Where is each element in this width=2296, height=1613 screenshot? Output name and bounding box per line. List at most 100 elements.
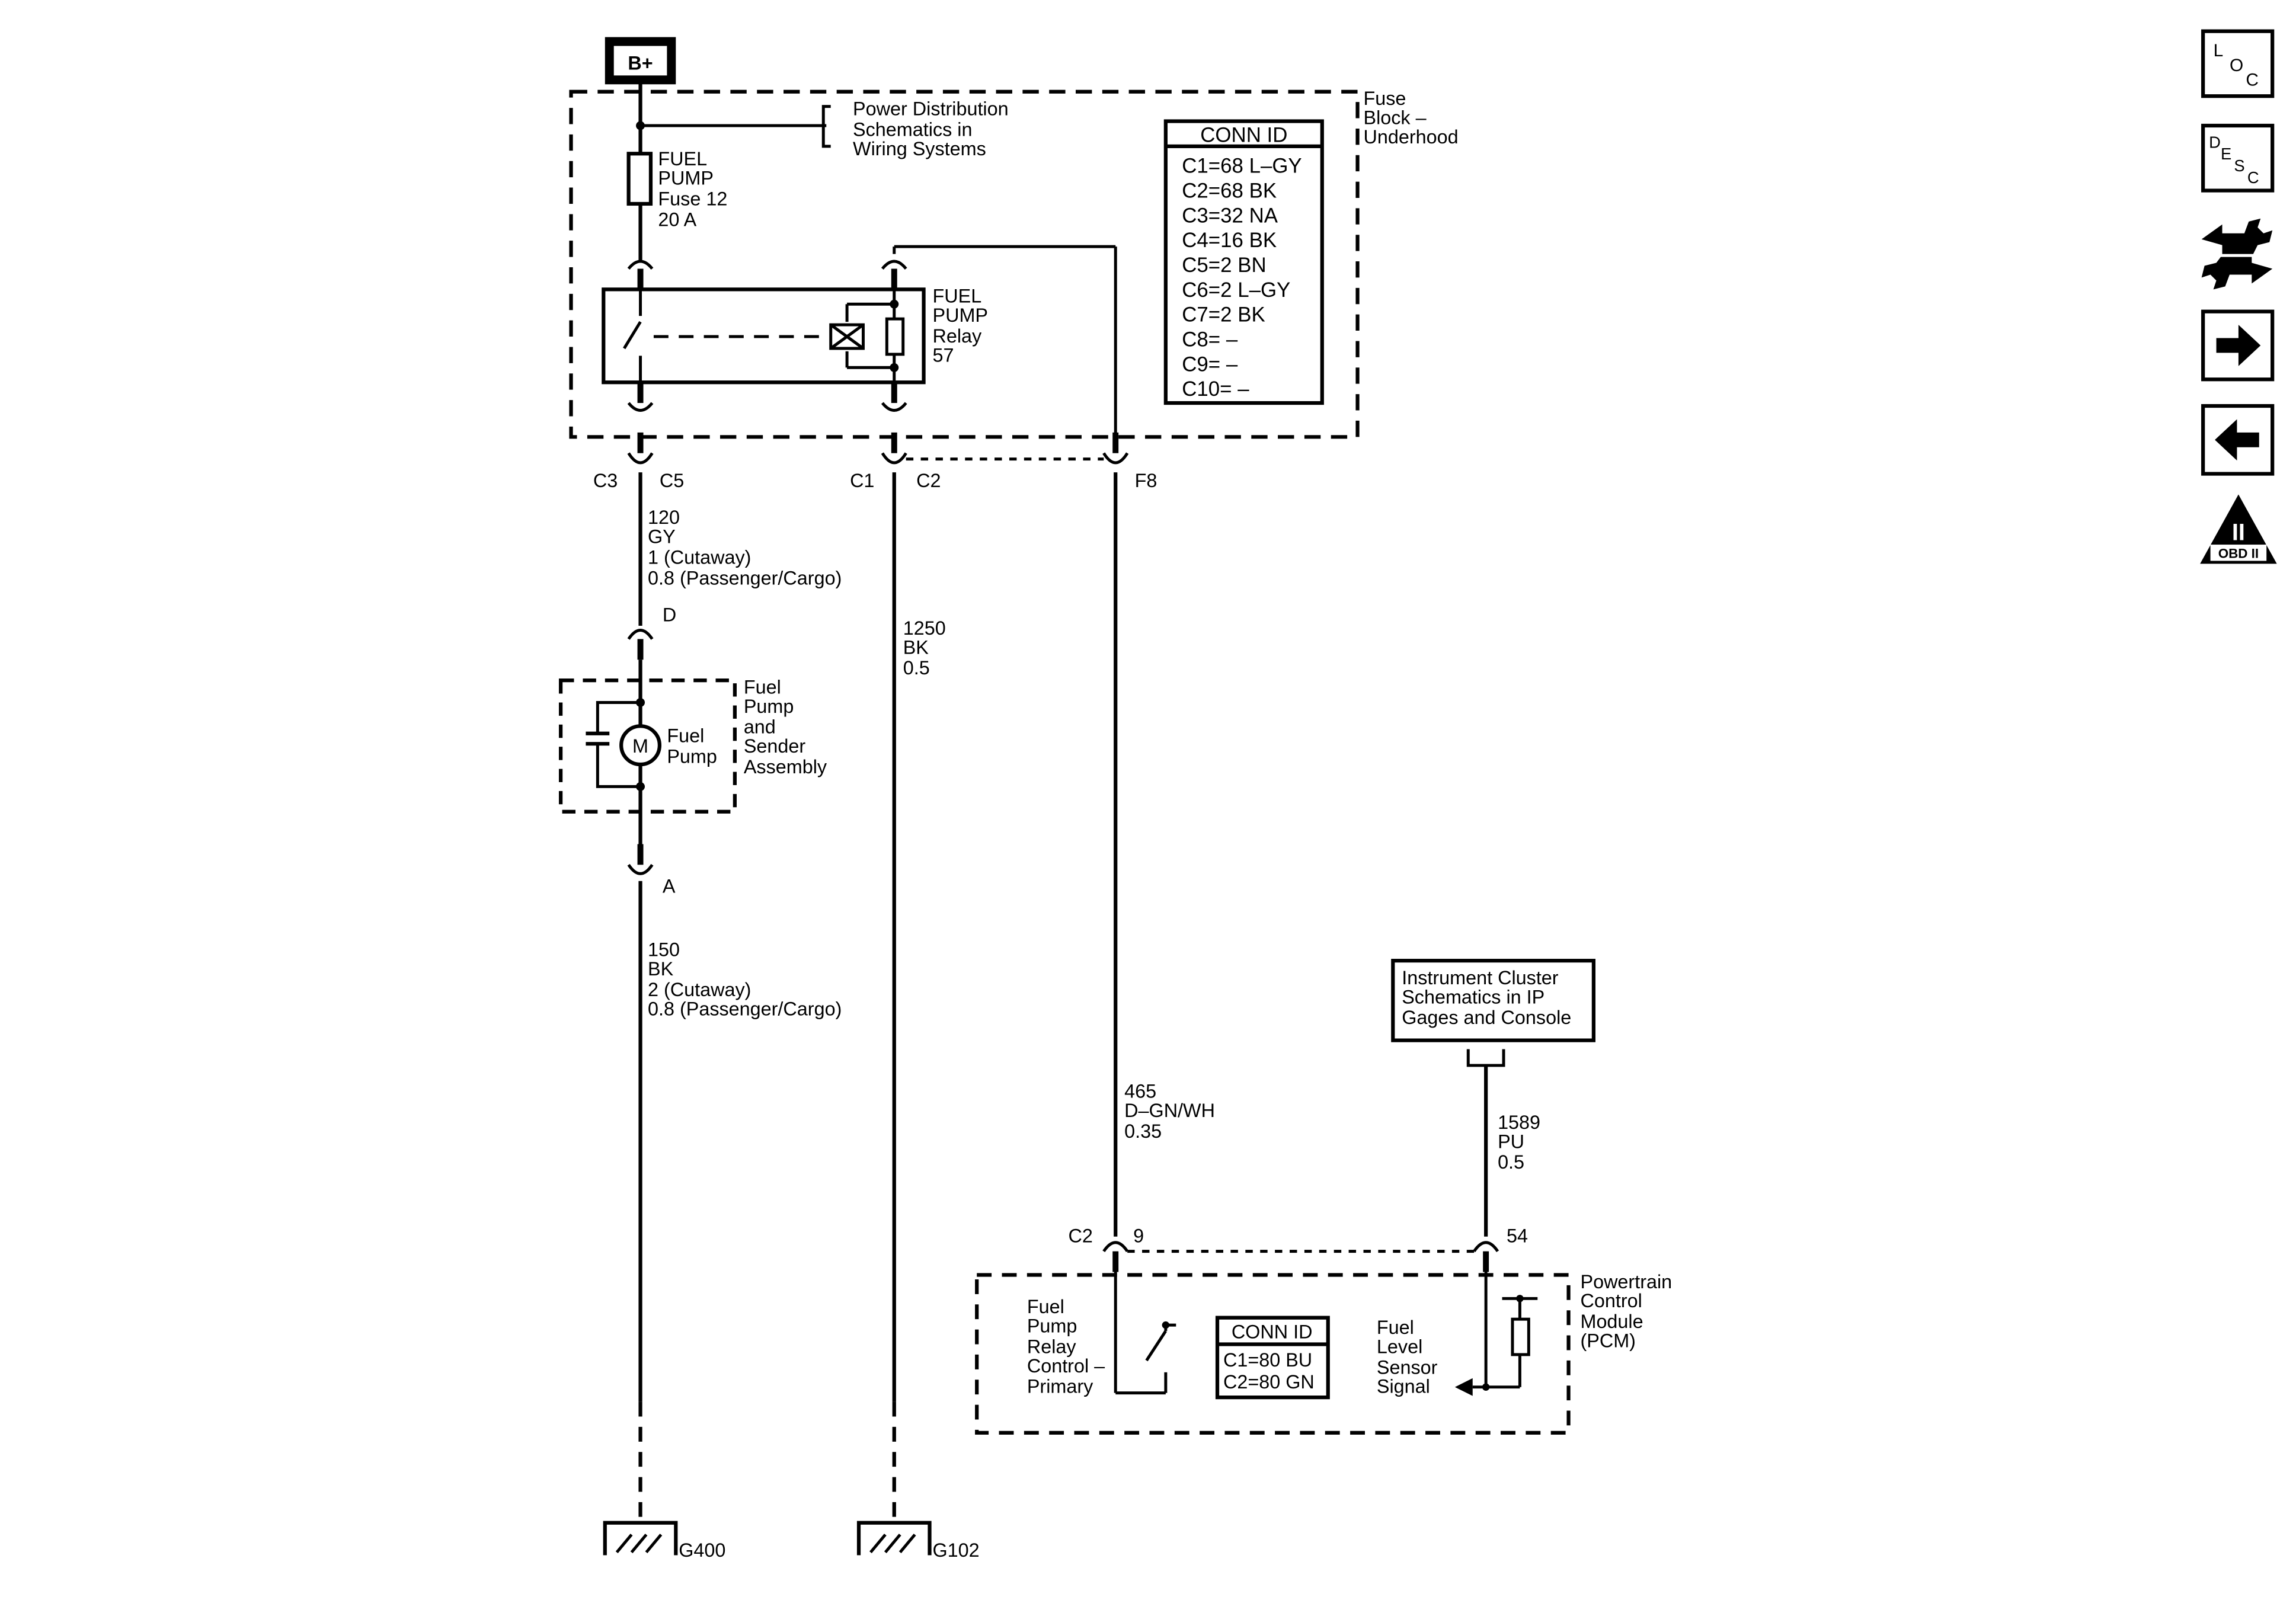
wire-label-line: 0.5 (903, 657, 930, 679)
desc-letter: S (2234, 156, 2244, 175)
desc-letter: C (2247, 168, 2259, 187)
wrench-diagnostic-icon[interactable] (2201, 218, 2273, 290)
motor-label-line: Pump (667, 746, 717, 767)
previous-page-button[interactable] (2201, 404, 2275, 476)
wire-465-label: 465 D–GN/WH 0.35 (1124, 1081, 1215, 1142)
fuse-label-line: 20 A (658, 209, 696, 230)
wire-label-line: 1250 (903, 617, 946, 639)
relay-control-line: Relay (1027, 1336, 1077, 1357)
pcm-name-line: Module (1580, 1311, 1643, 1332)
conn-id-title: CONN ID (1200, 123, 1287, 146)
assembly-label-line: Sender (744, 735, 806, 757)
fuel-pump-assembly-label: Fuel Pump and Sender Assembly (744, 677, 827, 777)
pcm-conn-row: C2=80 GN (1223, 1371, 1315, 1393)
motor-symbol-label: M (632, 735, 648, 757)
fuse-block-outline (569, 89, 1360, 439)
connector-f8-label: F8 (1135, 470, 1157, 491)
pcm-pin-54-label: 54 (1507, 1225, 1528, 1247)
loc-letter: O (2230, 56, 2243, 75)
connector-c3-label: C3 (593, 470, 618, 491)
wire-label-line: BK (648, 958, 674, 980)
pcm-sensor-signal-label: Fuel Level Sensor Signal (1377, 1317, 1438, 1397)
instrument-cluster-line: Gages and Console (1402, 1007, 1571, 1028)
pcm-name-line: Control (1580, 1290, 1642, 1311)
pcm-connector-c2-label: C2 (1069, 1225, 1093, 1247)
connector-a-label: A (663, 876, 676, 897)
connector-c2-label: C2 (916, 470, 941, 491)
conn-id-row: C6=2 L–GY (1182, 279, 1290, 302)
loc-letter: L (2214, 41, 2224, 60)
relay-coil-terminal (881, 260, 907, 290)
pcm-conn-id-title: CONN ID (1232, 1321, 1313, 1343)
obd-ii-button[interactable]: II OBD II (2200, 494, 2277, 564)
location-button[interactable]: L O C (2201, 29, 2275, 98)
fuse-label-line: FUEL (658, 148, 707, 169)
fuse-12-label: FUEL PUMP Fuse 12 20 A (658, 148, 727, 230)
sensor-signal-line: Signal (1377, 1376, 1430, 1397)
assembly-label-line: Assembly (744, 756, 827, 777)
instrument-cluster-line: Instrument Cluster (1402, 967, 1559, 988)
conn-id-row: C4=16 BK (1182, 229, 1277, 252)
relay-label-line: 57 (933, 344, 954, 366)
desc-letter: E (2221, 145, 2231, 163)
wire-label-line: D–GN/WH (1124, 1100, 1215, 1121)
power-ref-line: Wiring Systems (853, 138, 986, 159)
instrument-cluster-line: Schematics in IP (1402, 986, 1544, 1007)
assembly-label-line: Pump (744, 696, 794, 717)
pcm-conn-id-table: CONN ID C1=80 BU C2=80 GN (1215, 1316, 1330, 1400)
conn-id-row: C5=2 BN (1182, 254, 1266, 277)
relay-label-line: Relay (933, 325, 983, 347)
pcm-conn-row: C1=80 BU (1223, 1349, 1312, 1371)
wire-label-line: 1589 (1498, 1112, 1540, 1133)
wire-label-line: BK (903, 636, 929, 658)
wire-label-line: 465 (1124, 1081, 1156, 1102)
battery-supply: B+ (605, 37, 676, 85)
connector-c1-label: C1 (850, 470, 874, 491)
power-distribution-reference[interactable]: Power Distribution Schematics in Wiring … (853, 98, 1009, 159)
wire-150-label: 150 BK 2 (Cutaway) 0.8 (Passenger/Cargo) (648, 939, 842, 1020)
relay-label-line: PUMP (933, 305, 988, 326)
sensor-signal-line: Level (1377, 1336, 1422, 1357)
motor-label-line: Fuel (667, 725, 704, 747)
wire-1250-label: 1250 BK 0.5 (903, 617, 946, 679)
fuse-12-symbol (626, 152, 653, 206)
wire-label-line: PU (1498, 1131, 1524, 1152)
loc-letter: C (2246, 71, 2259, 90)
ground-g400-label: G400 (679, 1540, 725, 1561)
wire-label-line: 150 (648, 939, 680, 961)
connector-labels-fuse-block: C3 C5 C1 C2 F8 (593, 470, 1157, 491)
desc-letter: D (2209, 133, 2221, 151)
wire-label-line: 0.8 (Passenger/Cargo) (648, 998, 842, 1019)
fuse-block-label: Fuse Block – Underhood (1363, 88, 1458, 148)
pcm-name-line: Powertrain (1580, 1271, 1672, 1292)
conn-id-row: C10= – (1182, 377, 1249, 401)
arrow-left-icon (2215, 419, 2259, 461)
wire-label-line: GY (648, 526, 676, 548)
wire-label-line: 2 (Cutaway) (648, 979, 751, 1000)
pcm-name-line: (PCM) (1580, 1330, 1635, 1351)
sensor-signal-line: Sensor (1377, 1356, 1438, 1378)
connector-d-label: D (663, 604, 676, 626)
next-page-button[interactable] (2201, 309, 2275, 382)
relay-control-line: Control – (1027, 1355, 1105, 1377)
conn-id-row: C2=68 BK (1182, 179, 1277, 202)
fuel-pump-relay-label: FUEL PUMP Relay 57 (933, 286, 988, 366)
fuel-pump-motor-symbol (619, 724, 662, 767)
connector-labels-pcm: C2 9 54 (1069, 1225, 1528, 1247)
fuse-block-name-line: Block – (1363, 107, 1426, 128)
assembly-label-line: Fuel (744, 677, 781, 698)
conn-id-row: C9= – (1182, 353, 1238, 376)
pcm-label: Powertrain Control Module (PCM) (1580, 1271, 1672, 1352)
instrument-cluster-reference[interactable]: Instrument Cluster Schematics in IP Gage… (1391, 959, 1596, 1042)
conn-id-row: C8= – (1182, 328, 1238, 351)
relay-control-line: Primary (1027, 1376, 1093, 1397)
description-button[interactable]: D E S C (2201, 123, 2275, 193)
relay-input-terminal (627, 260, 654, 290)
obd-numeral: II (2232, 520, 2245, 546)
power-ref-line: Schematics in (853, 119, 972, 140)
assembly-label-line: and (744, 716, 776, 738)
wire-label-line: 0.5 (1498, 1151, 1524, 1173)
